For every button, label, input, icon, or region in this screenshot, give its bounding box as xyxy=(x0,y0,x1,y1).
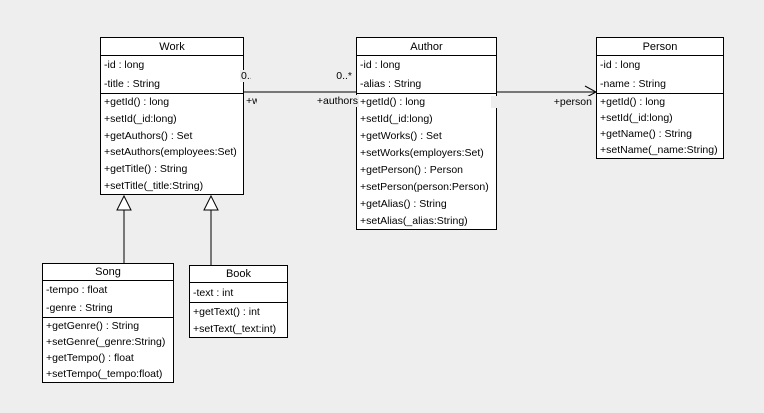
method-row: +setAuthors(employees:Set) xyxy=(104,146,237,159)
role-authors: +authors xyxy=(257,95,359,107)
method-row: +setWorks(employers:Set) xyxy=(360,147,484,160)
methods-compartment: +getGenre() : String +setGenre(_genre:Str… xyxy=(43,317,173,382)
method-row: +setId(_id:long) xyxy=(600,112,673,124)
generalization-song-work[interactable] xyxy=(116,194,132,263)
attribute-row: -id : long xyxy=(360,59,401,72)
attributes-compartment: -tempo : float -genre : String xyxy=(43,280,173,317)
method-row: +getPerson() : Person xyxy=(360,163,464,176)
method-row: +getId() : long xyxy=(104,96,170,109)
attributes-compartment: -id : long -alias : String xyxy=(357,55,496,93)
attributes-compartment: -id : long -name : String xyxy=(597,55,723,93)
attribute-row: -genre : String xyxy=(46,302,113,314)
method-row: +getWorks() : Set xyxy=(360,130,442,143)
method-row: +setTitle(_title:String) xyxy=(104,179,204,192)
attribute-row: -text : int xyxy=(193,286,234,299)
generalization-triangle-icon xyxy=(116,194,132,211)
methods-compartment: +getText() : int +setText(_text:int) xyxy=(190,302,287,337)
method-row: +setGenre(_genre:String) xyxy=(46,336,166,348)
attribute-row: -tempo : float xyxy=(46,284,108,296)
method-row: +setTempo(_tempo:float) xyxy=(46,368,163,380)
method-row: +setAlias(_alias:String) xyxy=(360,214,468,227)
attribute-row: -alias : String xyxy=(360,77,422,90)
methods-compartment: +getId() : long +setId(_id:long) +getWorks… xyxy=(357,93,496,229)
method-row: +setPerson(person:Person) xyxy=(360,180,489,193)
class-node-person[interactable]: Person-id : long -name : String +getId() :… xyxy=(596,37,724,159)
class-title: Person xyxy=(642,40,678,53)
class-title: Author xyxy=(410,40,443,53)
role-person: +person xyxy=(491,96,593,108)
methods-compartment: +getId() : long +setId(_id:long) +getName(… xyxy=(597,93,723,158)
method-row: +getTempo() : float xyxy=(46,352,134,364)
class-node-author[interactable]: Author -id : long -alias : String +getId() … xyxy=(356,37,497,230)
class-node-song[interactable]: Song -tempo : float -genre : String +getGen… xyxy=(42,263,174,383)
class-title: Book xyxy=(225,268,252,280)
method-row: +setId(_id:long) xyxy=(104,113,177,125)
attribute-row: -title : String xyxy=(104,77,161,90)
method-row: +getName() : String xyxy=(600,128,692,140)
attributes-compartment: -id : long -title : String xyxy=(101,55,243,93)
class-node-book[interactable]: Book -text : int +getText() : int +setText(… xyxy=(189,265,288,338)
generalization-triangle-icon xyxy=(203,194,219,211)
attribute-row: -id : long xyxy=(600,59,641,72)
attributes-compartment: -text : int xyxy=(190,282,287,302)
method-row: +getAuthors() : Set xyxy=(104,129,193,142)
method-row: +getId() : long xyxy=(360,96,426,109)
class-title: Work xyxy=(159,40,185,53)
attribute-row: -name : String xyxy=(600,77,666,90)
class-title: Song xyxy=(95,266,121,278)
methods-compartment: +getId() : long +setId(_id:long) +getAutho… xyxy=(101,93,243,194)
method-row: +getTitle() : String xyxy=(104,163,188,176)
multiplicity-author-end: 0..* xyxy=(251,70,353,82)
method-row: +getAlias() : String xyxy=(360,197,447,210)
method-row: +getId() : long xyxy=(600,96,666,108)
method-row: +setName(_name:String) xyxy=(600,144,718,156)
method-row: +getText() : int xyxy=(193,305,260,318)
method-row: +getGenre() : String xyxy=(46,320,140,332)
class-node-work[interactable]: Work -id : long -title : String +getId() : … xyxy=(100,37,244,195)
method-row: +setText(_text:int) xyxy=(193,322,277,335)
generalization-book-work[interactable] xyxy=(203,194,219,265)
attribute-row: -id : long xyxy=(104,59,145,72)
method-row: +setId(_id:long) xyxy=(360,113,433,126)
